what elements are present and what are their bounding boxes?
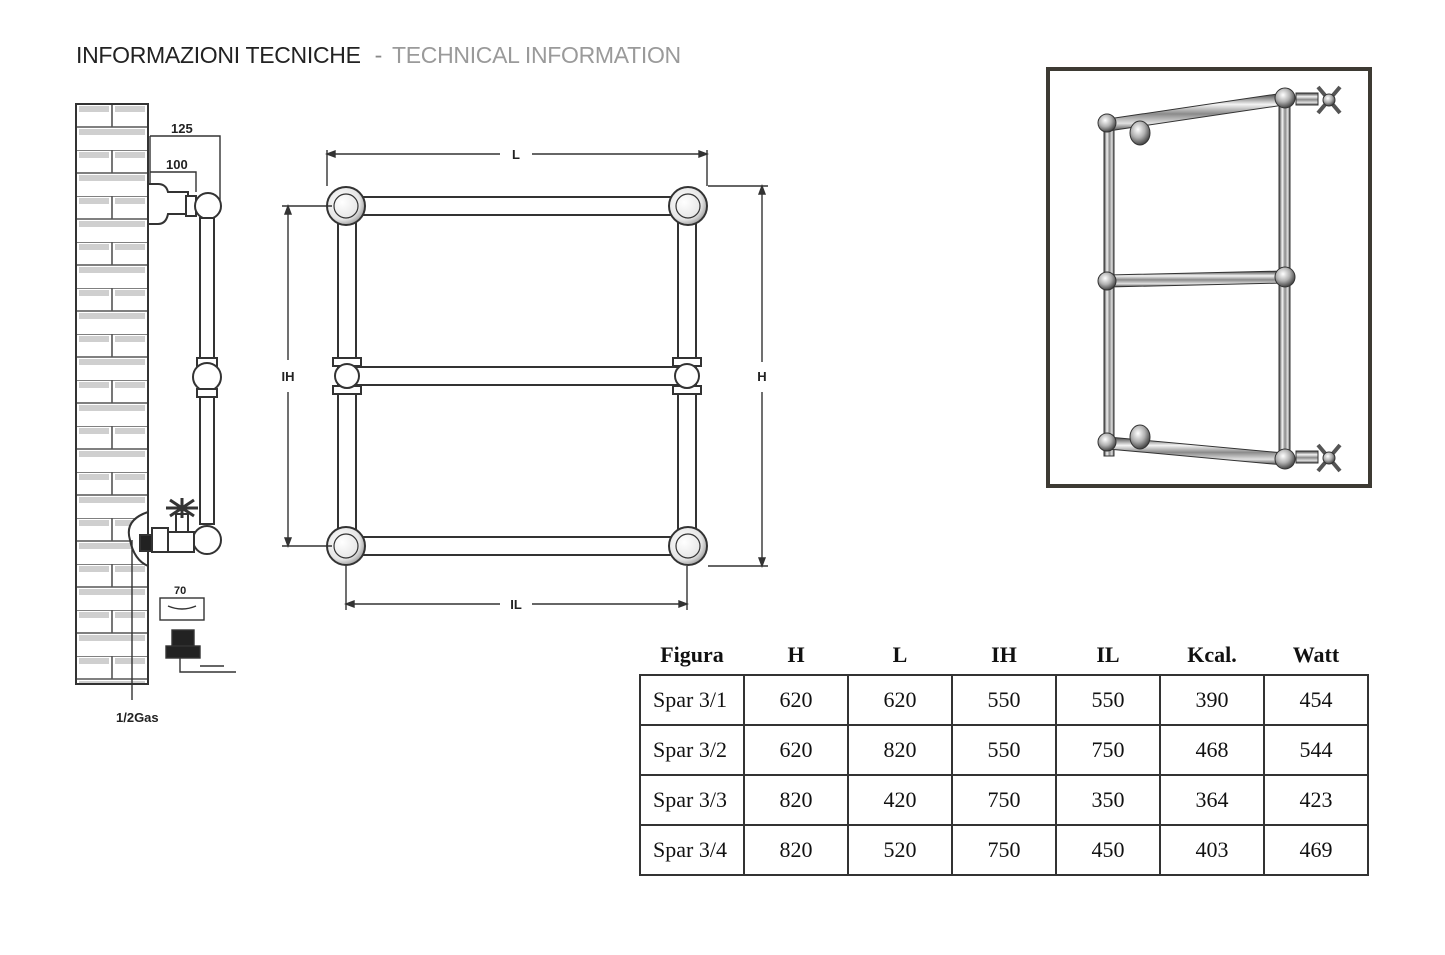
cell-watt: 423 bbox=[1263, 774, 1369, 826]
cell-l: 520 bbox=[847, 824, 953, 876]
cell-l: 420 bbox=[847, 774, 953, 826]
cell-l: 620 bbox=[847, 674, 953, 726]
column-header-ih: IH bbox=[991, 642, 1017, 667]
cell-h: 820 bbox=[743, 824, 849, 876]
dim-IL-label: IL bbox=[510, 597, 522, 612]
pipe-size-label: 1/2Gas bbox=[116, 710, 159, 725]
cell-h: 620 bbox=[743, 674, 849, 726]
column-header-il: IL bbox=[1096, 642, 1120, 667]
table-row: Spar 3/4 820 520 750 450 403 469 bbox=[639, 824, 1369, 876]
wall-section bbox=[75, 103, 149, 685]
front-dimensions bbox=[282, 149, 768, 610]
page-title: INFORMAZIONI TECNICHE-TECHNICAL INFORMAT… bbox=[76, 42, 681, 69]
cell-model: Spar 3/1 bbox=[639, 674, 745, 726]
towel-rail-image bbox=[1097, 85, 1342, 473]
dim-H-label: H bbox=[757, 369, 766, 384]
cell-kcal: 364 bbox=[1159, 774, 1265, 826]
dim-125-label: 125 bbox=[171, 121, 193, 136]
cell-h: 820 bbox=[743, 774, 849, 826]
title-english: TECHNICAL INFORMATION bbox=[391, 42, 681, 68]
cell-kcal: 403 bbox=[1159, 824, 1265, 876]
dim-IH-label: IH bbox=[282, 369, 295, 384]
cell-model: Spar 3/2 bbox=[639, 724, 745, 776]
cell-l: 820 bbox=[847, 724, 953, 776]
title-separator: - bbox=[374, 42, 383, 68]
side-dimensions bbox=[131, 135, 236, 700]
cell-watt: 454 bbox=[1263, 674, 1369, 726]
dim-L-label: L bbox=[512, 147, 520, 162]
cell-h: 620 bbox=[743, 724, 849, 776]
cell-kcal: 390 bbox=[1159, 674, 1265, 726]
column-header-l: L bbox=[892, 642, 908, 667]
cell-ih: 750 bbox=[951, 824, 1057, 876]
cell-model: Spar 3/4 bbox=[639, 824, 745, 876]
table-row: Spar 3/3 820 420 750 350 364 423 bbox=[639, 774, 1369, 826]
cell-il: 550 bbox=[1055, 674, 1161, 726]
title-italian: INFORMAZIONI TECNICHE bbox=[76, 42, 361, 68]
column-header-figura: Figura bbox=[660, 642, 724, 667]
table-header-row: Figura H L IH IL Kcal. Watt bbox=[640, 636, 1368, 675]
front-view-radiator bbox=[326, 186, 708, 566]
product-photo bbox=[1046, 67, 1372, 488]
dim-70-label: 70 bbox=[174, 585, 186, 597]
cell-ih: 550 bbox=[951, 724, 1057, 776]
column-header-kcal: Kcal. bbox=[1187, 642, 1237, 667]
cell-kcal: 468 bbox=[1159, 724, 1265, 776]
cell-il: 750 bbox=[1055, 724, 1161, 776]
column-header-watt: Watt bbox=[1292, 642, 1340, 667]
dim-100-label: 100 bbox=[166, 157, 188, 172]
table-row: Spar 3/1 620 620 550 550 390 454 bbox=[639, 674, 1369, 726]
cell-watt: 469 bbox=[1263, 824, 1369, 876]
specification-table: Figura H L IH IL Kcal. Watt Spar 3/1 620… bbox=[639, 636, 1369, 876]
cell-watt: 544 bbox=[1263, 724, 1369, 776]
cell-il: 450 bbox=[1055, 824, 1161, 876]
side-view-radiator bbox=[127, 183, 222, 568]
table-row: Spar 3/2 620 820 550 750 468 544 bbox=[639, 724, 1369, 776]
cell-ih: 550 bbox=[951, 674, 1057, 726]
cell-ih: 750 bbox=[951, 774, 1057, 826]
column-header-h: H bbox=[787, 642, 805, 667]
cell-il: 350 bbox=[1055, 774, 1161, 826]
cell-model: Spar 3/3 bbox=[639, 774, 745, 826]
